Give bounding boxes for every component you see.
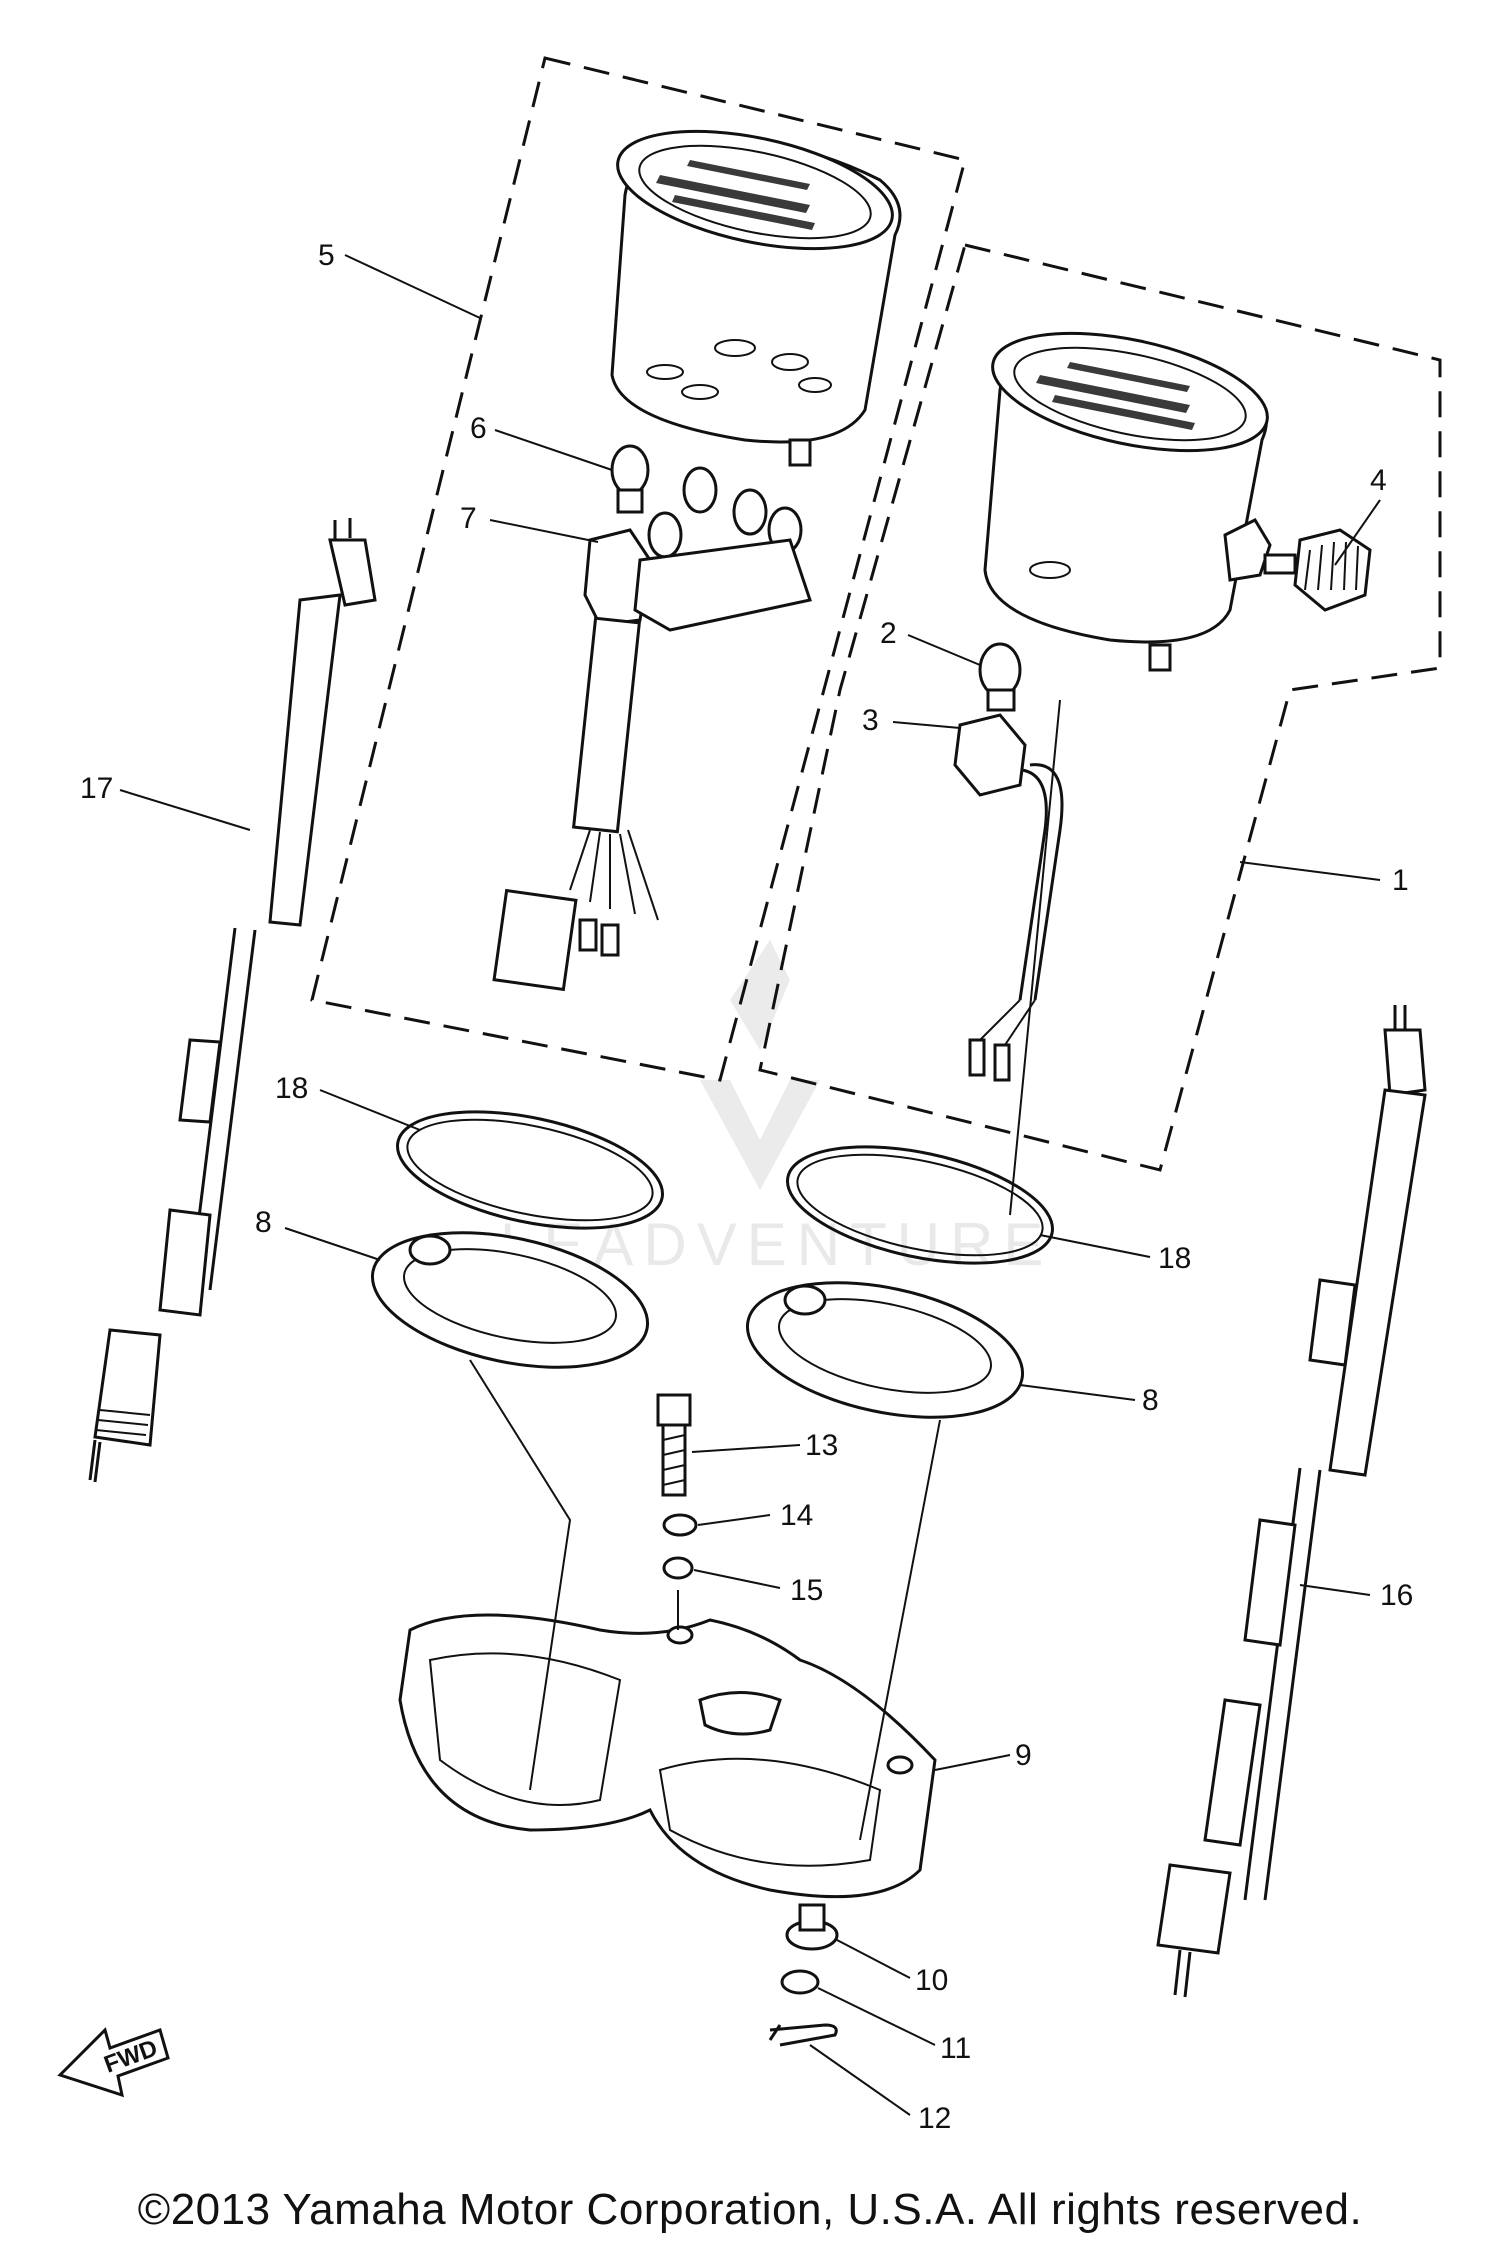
callout-7: 7 bbox=[460, 502, 477, 535]
callout-6: 6 bbox=[470, 412, 487, 445]
callout-13: 13 bbox=[805, 1429, 838, 1462]
tachometer-gauge bbox=[610, 129, 902, 467]
callout-1: 1 bbox=[1392, 864, 1409, 897]
gauge-cover-left bbox=[370, 1231, 650, 1369]
callout-4: 4 bbox=[1370, 464, 1387, 497]
mounting-bolt bbox=[656, 1393, 692, 1497]
collar-washer bbox=[780, 1969, 820, 1995]
callout-16: 16 bbox=[1380, 1579, 1413, 1612]
lens-gasket-right bbox=[786, 1145, 1054, 1265]
meter-bracket bbox=[398, 1613, 937, 1899]
callout-18-left: 18 bbox=[275, 1072, 308, 1105]
speedometer-assembly-group-box bbox=[758, 243, 1442, 1172]
rubber-damper bbox=[785, 1903, 839, 1951]
plain-washer bbox=[662, 1556, 694, 1580]
callout-8-left: 8 bbox=[255, 1206, 272, 1239]
callout-18-right: 18 bbox=[1158, 1242, 1191, 1275]
callout-9: 9 bbox=[1015, 1739, 1032, 1772]
callout-14: 14 bbox=[780, 1499, 813, 1532]
callout-12: 12 bbox=[918, 2102, 951, 2135]
callout-2: 2 bbox=[880, 617, 897, 650]
watermark-logo: LEADVENTURE bbox=[500, 940, 1043, 1278]
leader-bezel-left bbox=[469, 1359, 572, 1791]
forward-direction-arrow: FWD bbox=[57, 2027, 170, 2098]
tachometer-assembly-group-box bbox=[310, 56, 967, 1082]
callout-15: 15 bbox=[790, 1574, 823, 1607]
callout-3: 3 bbox=[862, 704, 879, 737]
lens-gasket-left bbox=[396, 1110, 664, 1230]
trip-reset-knob bbox=[1293, 528, 1372, 612]
lock-washer bbox=[662, 1513, 698, 1537]
callout-5: 5 bbox=[318, 239, 335, 272]
tachometer-cable bbox=[88, 518, 377, 1483]
speedometer-gauge bbox=[983, 331, 1297, 672]
cotter-pin bbox=[768, 2023, 838, 2047]
speedometer-bulb-and-socket bbox=[953, 642, 1064, 1082]
leader-bezel-right bbox=[859, 1419, 941, 1841]
copyright-notice: ©2013 Yamaha Motor Corporation, U.S.A. A… bbox=[137, 2185, 1363, 2234]
callout-10: 10 bbox=[915, 1964, 948, 1997]
gauge-cover-right bbox=[745, 1281, 1025, 1419]
leader-speedometer-gasket bbox=[1009, 699, 1061, 1216]
speedometer-cable bbox=[1156, 1005, 1427, 1998]
callout-leaders bbox=[119, 254, 1381, 2116]
callout-8-right: 8 bbox=[1142, 1384, 1159, 1417]
callout-11: 11 bbox=[940, 2032, 971, 2065]
bulb-socket-cluster bbox=[492, 444, 812, 992]
callout-17: 17 bbox=[80, 772, 113, 805]
